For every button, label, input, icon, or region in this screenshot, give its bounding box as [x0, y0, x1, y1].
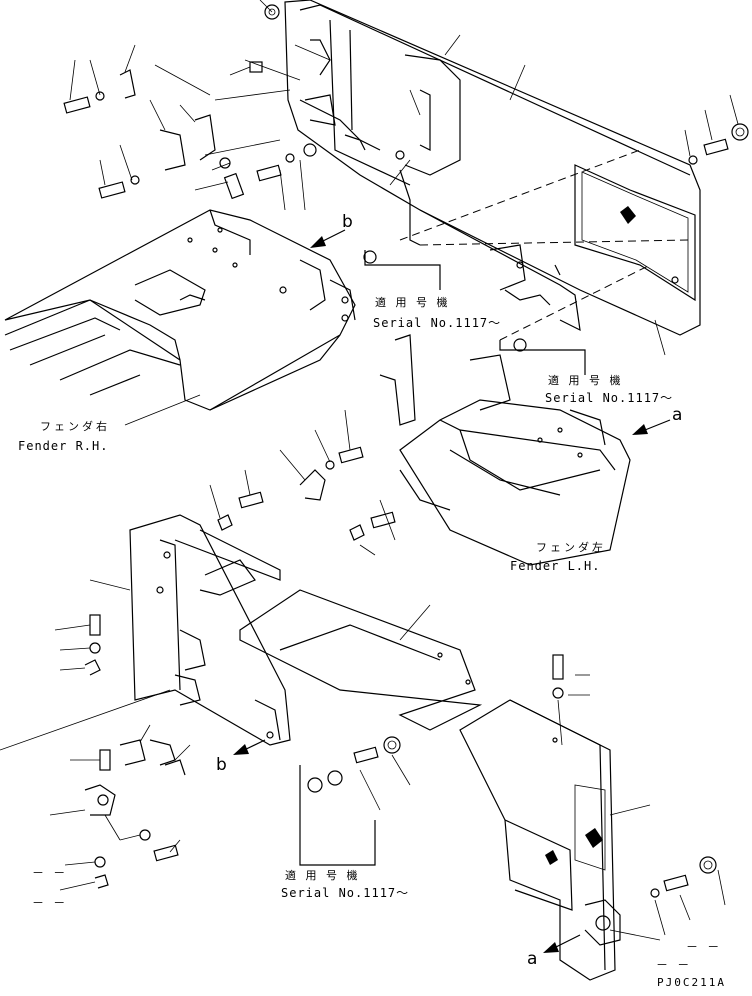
callout-b-upper: b — [342, 212, 353, 232]
serial-label-no-1: Serial No.1117～ — [373, 316, 502, 330]
fender-rh-label-en: Fender R.H. — [18, 439, 109, 453]
callout-b-lower: b — [216, 755, 227, 775]
serial-label-no-2: Serial No.1117～ — [545, 391, 674, 405]
rear-panel — [284, 0, 701, 341]
callout-a-lower: a — [527, 949, 538, 969]
callout-arrows — [233, 229, 671, 953]
fender-rh — [4, 209, 356, 426]
drawing-code: PJ0C211A — [657, 976, 726, 989]
fender-lh-label-jp: フェンダ左 — [536, 541, 606, 554]
callout-a-upper: a — [672, 405, 683, 425]
upper-left-hardware — [63, 0, 331, 211]
dash-mark-1: － － — [32, 866, 67, 880]
strip-bracket — [379, 334, 416, 426]
fender-lh — [399, 354, 631, 566]
dash-mark-3: － － — [686, 940, 721, 954]
serial-label-jp-3: 適 用 号 機 — [285, 869, 361, 882]
upper-right-hardware — [389, 34, 749, 356]
serial-box-upper — [299, 250, 586, 866]
fender-lh-label-en: Fender L.H. — [510, 559, 601, 573]
serial-label-jp-1: 適 用 号 機 — [375, 296, 451, 309]
left-panel-assembly — [89, 514, 291, 746]
fender-rh-label-jp: フェンダ右 — [40, 420, 110, 433]
serial-label-jp-2: 適 用 号 機 — [548, 374, 624, 387]
lower-right-panel — [353, 654, 726, 981]
middle-hardware — [209, 409, 396, 556]
lower-left-hardware — [0, 614, 191, 891]
dash-mark-4: － － — [656, 958, 691, 972]
cover-plate — [239, 589, 483, 731]
dash-mark-2: － － — [32, 896, 67, 910]
serial-label-no-3: Serial No.1117～ — [281, 886, 410, 900]
